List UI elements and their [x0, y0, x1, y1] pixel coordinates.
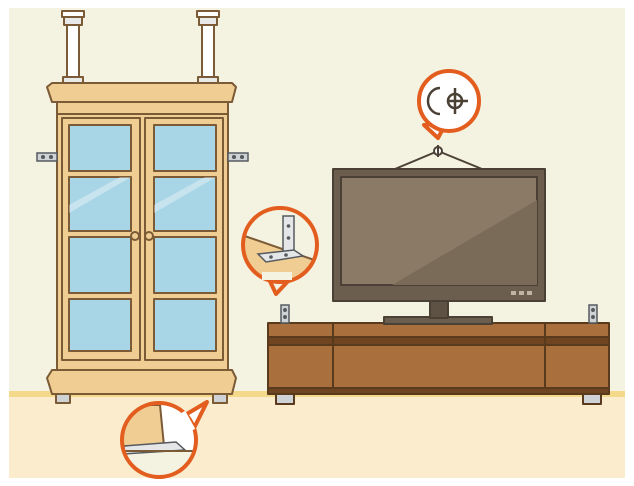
wall-bracket-left-icon — [36, 152, 58, 162]
cabinet-foot — [55, 393, 71, 404]
tv-indicator-lights — [511, 291, 532, 295]
glass-pane — [153, 236, 217, 294]
glass-pane — [153, 124, 217, 172]
door-knob — [144, 231, 154, 241]
tv-stand-foot — [275, 393, 295, 405]
tv-stand-band — [267, 336, 610, 346]
tv-neck — [429, 299, 449, 319]
stand-bracket-right-icon — [588, 304, 598, 324]
tv-screen-glare — [392, 200, 537, 285]
floor — [9, 396, 625, 478]
tv-stand — [267, 322, 610, 405]
tv-hook-wire — [394, 145, 483, 170]
glass-pane — [68, 124, 132, 172]
cabinet — [46, 10, 237, 404]
glass-pane — [68, 236, 132, 294]
l-bracket-callout-icon — [241, 206, 319, 296]
cabinet-foot — [212, 393, 228, 404]
tv-stand-foot — [582, 393, 602, 405]
hook-wire-callout-icon — [417, 69, 481, 140]
glass-pane — [68, 298, 132, 352]
door-knob — [130, 231, 140, 241]
tv-stand-top — [267, 322, 610, 338]
tension-pole-right-icon — [196, 10, 220, 84]
glass-pane — [153, 298, 217, 352]
cabinet-crown — [46, 82, 237, 103]
glass-pane — [68, 176, 132, 232]
tv-stand-body — [267, 344, 610, 389]
tv-stand-plinth — [267, 387, 610, 395]
wall-bracket-right-icon — [227, 152, 249, 162]
glass-reflections — [69, 177, 216, 213]
cabinet-base — [46, 369, 237, 395]
stand-bracket-left-icon — [280, 304, 290, 324]
glass-pane — [153, 176, 217, 232]
